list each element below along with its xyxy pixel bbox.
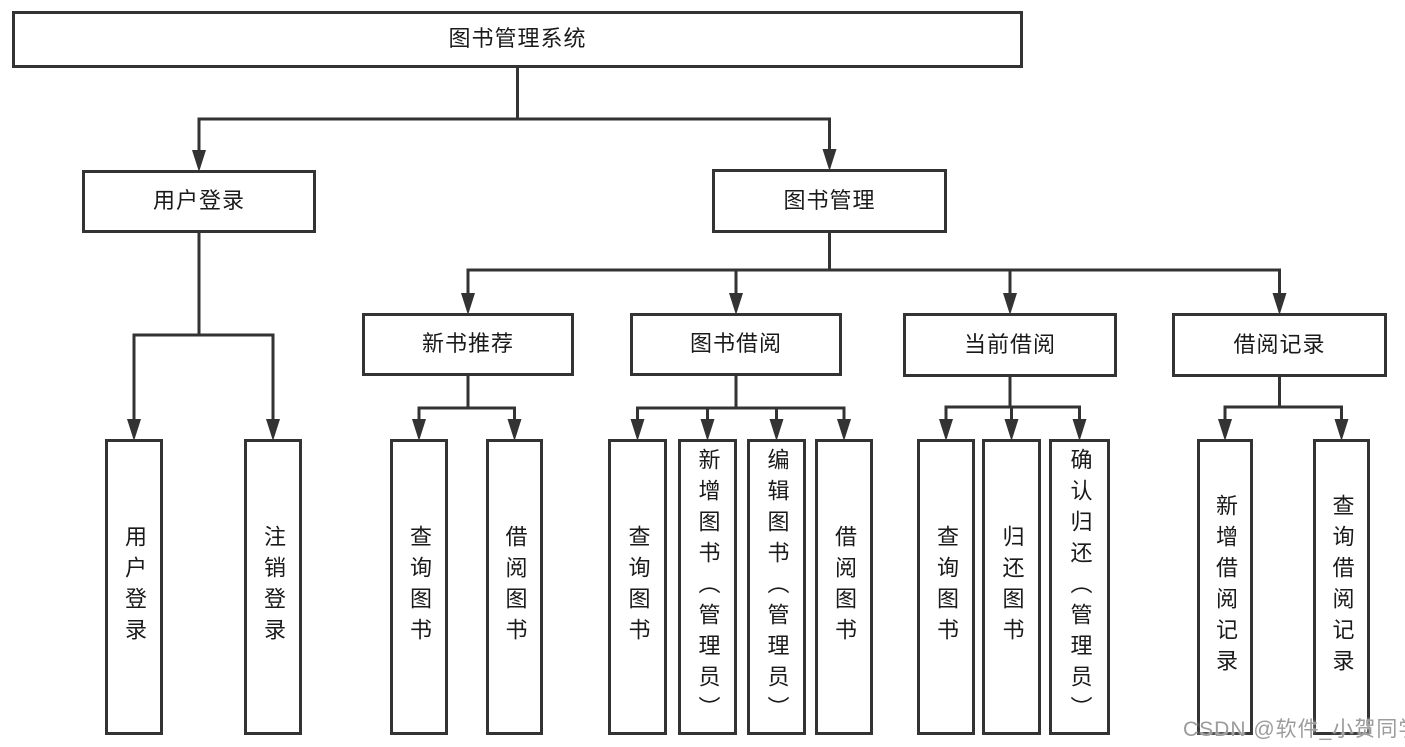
- node-book-mgmt: 图书管理: [712, 169, 947, 233]
- node-label-leaf-borrow-edit: 编辑图书（管理员）: [764, 447, 790, 727]
- arrowhead-icon: [1072, 419, 1087, 441]
- node-leaf-borrow-add: 新增图书（管理员）: [678, 439, 737, 735]
- node-label-book-borrow: 图书借阅: [689, 331, 782, 357]
- node-root: 图书管理系统: [12, 11, 1023, 68]
- arrowhead-icon: [700, 419, 715, 441]
- arrowhead-icon: [822, 149, 837, 171]
- node-label-leaf-borrow-add: 新增图书（管理员）: [695, 447, 721, 727]
- node-label-leaf-borrow-borrow: 借阅图书: [832, 525, 857, 649]
- node-leaf-newrec-query: 查询图书: [390, 439, 448, 735]
- node-label-leaf-borrow-query: 查询图书: [625, 525, 651, 649]
- node-leaf-current-return: 归还图书: [982, 439, 1041, 735]
- arrowhead-icon: [1272, 293, 1287, 315]
- arrowhead-icon: [192, 150, 206, 172]
- node-leaf-newrec-borrow: 借阅图书: [486, 439, 543, 735]
- arrowhead-icon: [769, 419, 784, 441]
- arrowhead-icon: [412, 419, 426, 441]
- node-leaf-logout: 注销登录: [244, 439, 302, 735]
- node-user-login: 用户登录: [82, 170, 316, 233]
- node-label-book-mgmt: 图书管理: [783, 187, 876, 213]
- node-borrow-records: 借阅记录: [1172, 313, 1387, 377]
- node-leaf-borrow-borrow: 借阅图书: [815, 439, 873, 735]
- node-leaf-user-login: 用户登录: [105, 439, 163, 735]
- arrowhead-icon: [729, 293, 743, 315]
- node-label-borrow-records: 借阅记录: [1233, 331, 1326, 357]
- arrowhead-icon: [1003, 293, 1017, 315]
- node-new-book-rec: 新书推荐: [362, 313, 574, 376]
- node-leaf-current-query: 查询图书: [917, 439, 975, 735]
- watermark: CSDN @软件_小贺同学: [1183, 718, 1405, 741]
- arrowhead-icon: [837, 419, 851, 441]
- node-label-leaf-logout: 注销登录: [261, 525, 286, 649]
- node-label-leaf-current-return: 归还图书: [999, 525, 1025, 649]
- arrowhead-icon: [1218, 419, 1232, 441]
- node-leaf-current-confirm: 确认归还（管理员）: [1049, 439, 1110, 735]
- arrowhead-icon: [127, 419, 141, 441]
- node-label-leaf-newrec-query: 查询图书: [407, 525, 432, 649]
- node-leaf-borrow-query: 查询图书: [608, 439, 667, 735]
- node-leaf-records-add: 新增借阅记录: [1197, 439, 1253, 735]
- node-label-leaf-records-query: 查询借阅记录: [1329, 494, 1355, 680]
- arrowhead-icon: [630, 419, 645, 441]
- node-label-user-login: 用户登录: [152, 188, 245, 214]
- arrowhead-icon: [461, 293, 475, 315]
- node-label-new-book-rec: 新书推荐: [421, 331, 514, 357]
- arrowhead-icon: [939, 419, 953, 441]
- node-label-leaf-current-query: 查询图书: [934, 525, 959, 649]
- node-leaf-records-query: 查询借阅记录: [1313, 439, 1370, 735]
- node-label-leaf-current-confirm: 确认归还（管理员）: [1067, 447, 1093, 727]
- node-label-leaf-records-add: 新增借阅记录: [1213, 494, 1238, 680]
- node-current-borrow: 当前借阅: [903, 313, 1117, 377]
- node-book-borrow: 图书借阅: [630, 313, 842, 376]
- node-label-leaf-newrec-borrow: 借阅图书: [502, 525, 528, 649]
- arrowhead-icon: [507, 419, 522, 441]
- node-label-current-borrow: 当前借阅: [963, 331, 1056, 357]
- arrowhead-icon: [1334, 419, 1349, 441]
- node-label-leaf-user-login: 用户登录: [122, 525, 147, 649]
- node-label-root: 图书管理系统: [448, 26, 587, 52]
- arrowhead-icon: [1004, 419, 1019, 441]
- node-leaf-borrow-edit: 编辑图书（管理员）: [747, 439, 806, 735]
- arrowhead-icon: [266, 419, 280, 441]
